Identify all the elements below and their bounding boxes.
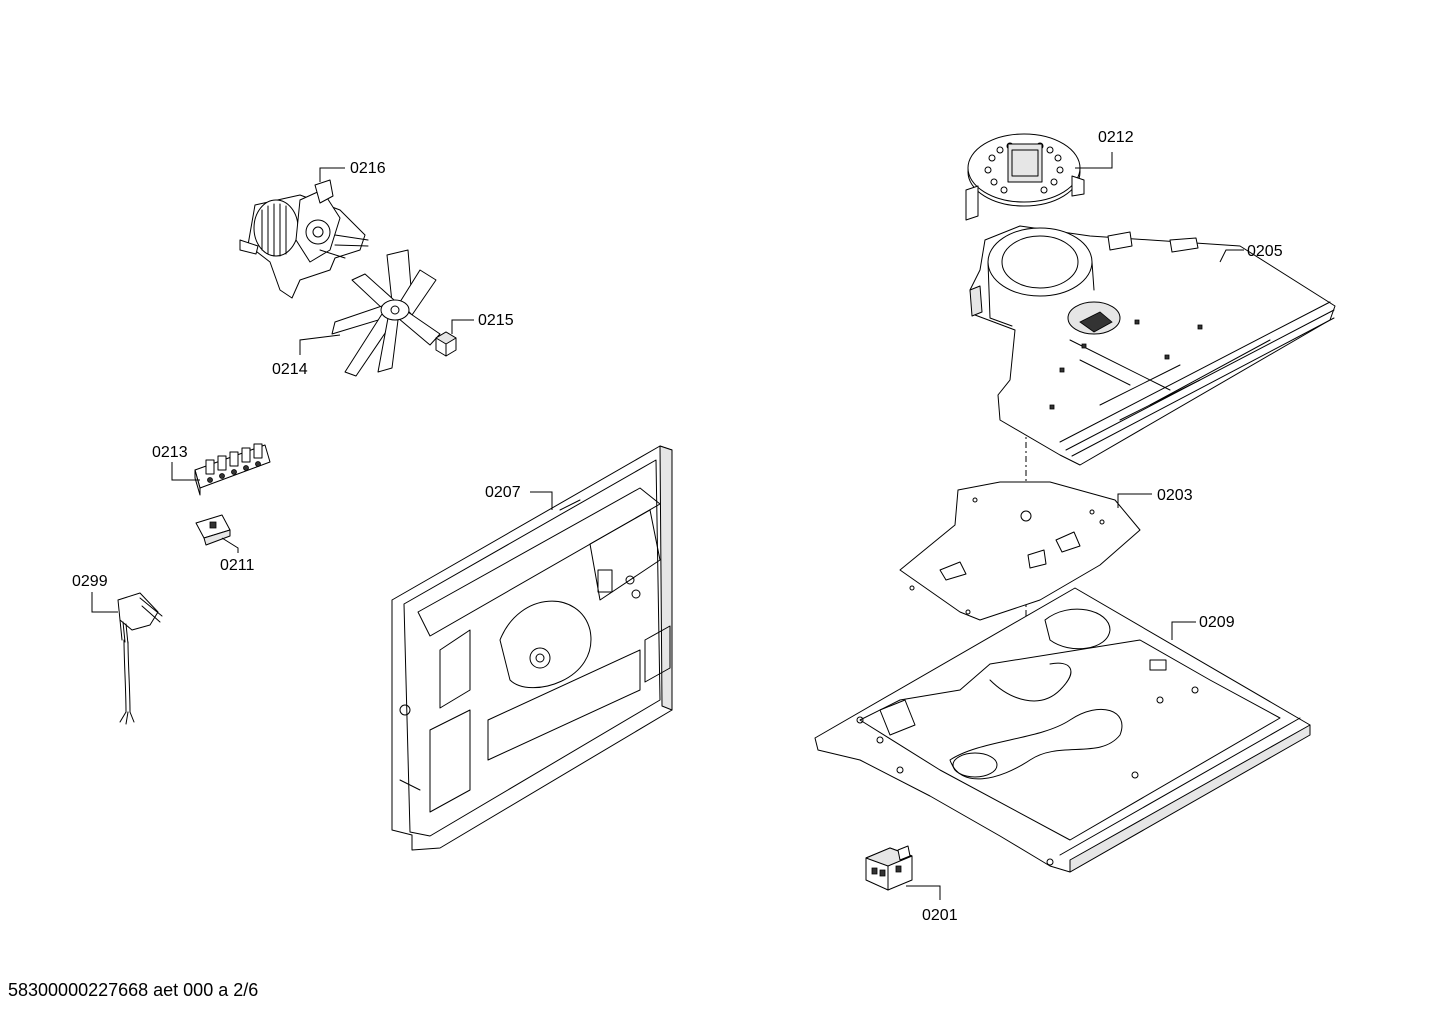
leader-0205	[1219, 249, 1244, 263]
callout-0209: 0209	[1199, 614, 1235, 631]
callout-0299: 0299	[72, 573, 108, 590]
fan-motor-part[interactable]	[240, 180, 368, 298]
fan-blade-part[interactable]	[332, 250, 440, 376]
leader-0299	[91, 592, 118, 613]
callout-0216: 0216	[350, 160, 386, 177]
callout-0205: 0205	[1247, 243, 1283, 260]
terminal-block-part[interactable]	[195, 444, 270, 495]
leader-0201	[906, 885, 941, 900]
clip-part[interactable]	[196, 515, 230, 545]
leader-0212	[1075, 152, 1113, 169]
power-cord-part[interactable]	[118, 593, 162, 724]
connector-part[interactable]	[866, 846, 912, 890]
nut-part[interactable]	[436, 332, 456, 356]
leader-0215	[451, 319, 474, 334]
leader-0216	[319, 167, 345, 182]
callout-0211: 0211	[220, 557, 255, 574]
document-id: 58300000227668 aet 000 a 2/6	[8, 980, 259, 1000]
base-plate-part[interactable]	[815, 588, 1310, 872]
callout-0213: 0213	[152, 444, 188, 461]
leader-0207	[530, 491, 553, 510]
callout-0215: 0215	[478, 312, 514, 329]
callout-0203: 0203	[1157, 487, 1193, 504]
leader-0213	[171, 462, 200, 481]
fan-cover-part[interactable]	[966, 134, 1084, 220]
callout-0207: 0207	[485, 484, 521, 501]
leader-0209	[1171, 621, 1196, 640]
leader-0203	[1117, 493, 1152, 508]
insulation-plate-part[interactable]	[900, 482, 1140, 620]
air-duct-part[interactable]	[970, 226, 1335, 465]
leader-0214	[299, 334, 341, 355]
rear-panel-part[interactable]	[392, 446, 672, 850]
callout-0212: 0212	[1098, 129, 1134, 146]
callout-0201: 0201	[922, 907, 958, 924]
leader-0211	[221, 537, 239, 553]
callout-0214: 0214	[272, 361, 308, 378]
